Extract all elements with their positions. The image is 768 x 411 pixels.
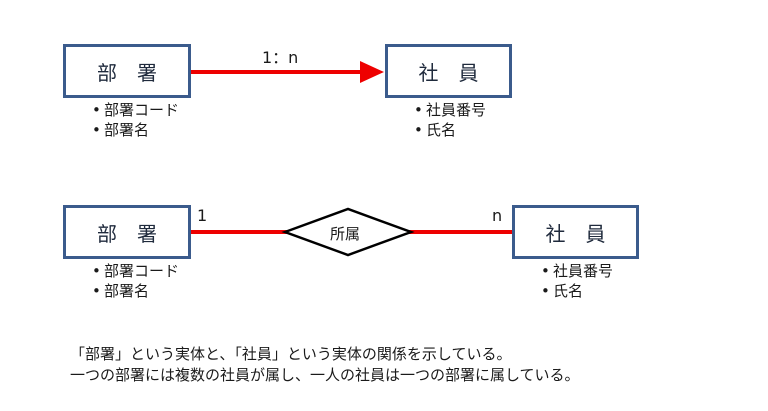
employee-attribute-list-2: 社員番号 氏名 (541, 261, 613, 301)
attribute-department-code-2: 部署コード (92, 261, 179, 281)
attribute-employee-number: 社員番号 (414, 100, 486, 120)
relation-line-left (191, 230, 287, 234)
caption: 「部署」という実体と、「社員」という実体の関係を示している。 一つの部署には複数… (70, 344, 580, 386)
entity-department-box-2: 部 署 (63, 205, 191, 259)
entity-employee-box: 社 員 (385, 44, 512, 98)
attribute-department-name: 部署名 (92, 120, 179, 140)
entity-employee-label: 社 員 (418, 60, 479, 85)
relationship-label: 所属 (330, 225, 361, 243)
entity-employee-label-2: 社 員 (545, 221, 606, 246)
relation-line-right (408, 230, 512, 234)
employee-attribute-list: 社員番号 氏名 (414, 100, 486, 140)
caption-line-2: 一つの部署には複数の社員が属し、一人の社員は一つの部署に属している。 (70, 366, 580, 384)
arrowhead-icon (360, 61, 384, 83)
attribute-department-code: 部署コード (92, 100, 179, 120)
entity-employee-box-2: 社 員 (512, 205, 639, 259)
cardinality-left: 1 (197, 206, 208, 225)
relationship-diamond (281, 207, 415, 257)
department-attribute-list: 部署コード 部署名 (92, 100, 179, 140)
attribute-department-name-2: 部署名 (92, 281, 179, 301)
entity-department-box: 部 署 (63, 44, 191, 98)
caption-line-1: 「部署」という実体と、「社員」という実体の関係を示している。 (70, 345, 512, 363)
attribute-employee-name: 氏名 (414, 120, 486, 140)
attribute-employee-name-2: 氏名 (541, 281, 613, 301)
cardinality-label-1n: 1：n (262, 48, 299, 67)
entity-department-label: 部 署 (97, 60, 157, 85)
cardinality-right: n (492, 206, 503, 225)
relation-line (191, 70, 361, 74)
department-attribute-list-2: 部署コード 部署名 (92, 261, 179, 301)
attribute-employee-number-2: 社員番号 (541, 261, 613, 281)
entity-department-label-2: 部 署 (97, 221, 157, 246)
